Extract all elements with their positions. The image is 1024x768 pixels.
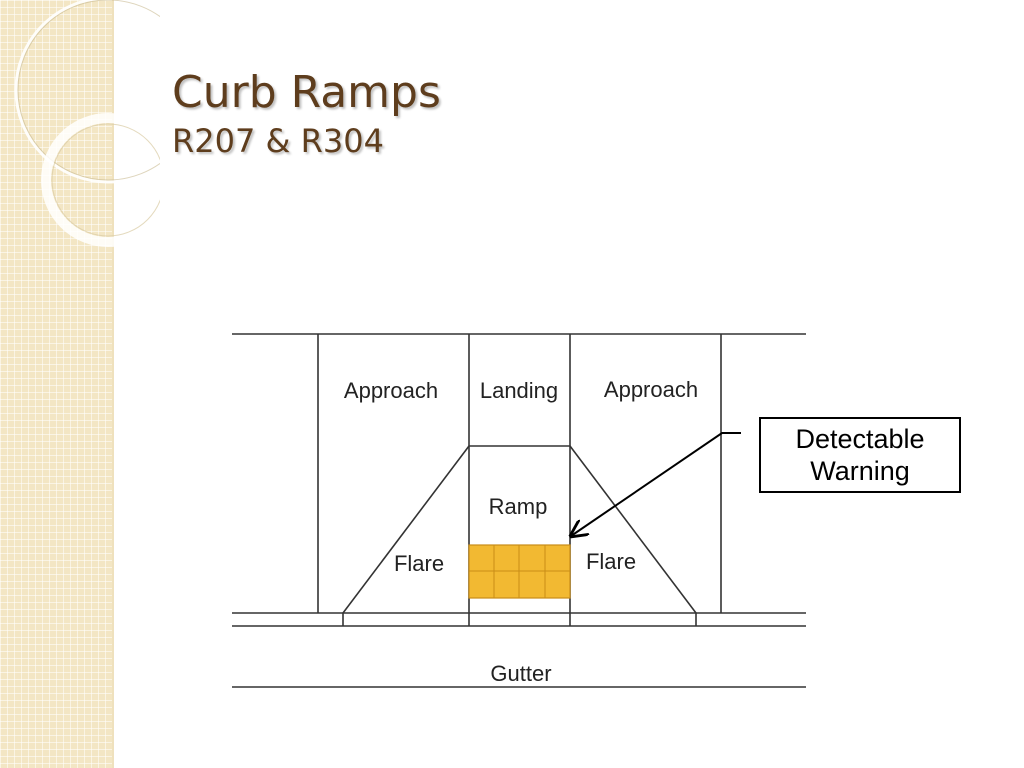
label-approach-right: Approach xyxy=(604,377,698,402)
label-flare-right: Flare xyxy=(586,549,636,574)
label-approach-left: Approach xyxy=(344,378,438,403)
detectable-warning-callout: Detectable Warning xyxy=(759,417,961,493)
callout-leader-arrow xyxy=(571,432,741,536)
label-ramp: Ramp xyxy=(489,494,548,519)
detectable-warning-area xyxy=(468,544,571,599)
flare-right-slope xyxy=(569,445,697,614)
page-subtitle: R207 & R304 xyxy=(172,122,384,160)
title-block: Curb Ramps R207 & R304 xyxy=(172,66,441,162)
flare-left-slope xyxy=(342,445,470,614)
callout-line-1: Detectable xyxy=(795,424,925,454)
label-flare-left: Flare xyxy=(394,551,444,576)
callout-line-2: Warning xyxy=(810,456,910,486)
label-gutter: Gutter xyxy=(490,661,551,686)
decorative-rings xyxy=(14,0,160,247)
label-landing: Landing xyxy=(480,378,558,403)
side-decorative-band xyxy=(0,0,114,768)
page-title: Curb Ramps xyxy=(172,67,441,118)
